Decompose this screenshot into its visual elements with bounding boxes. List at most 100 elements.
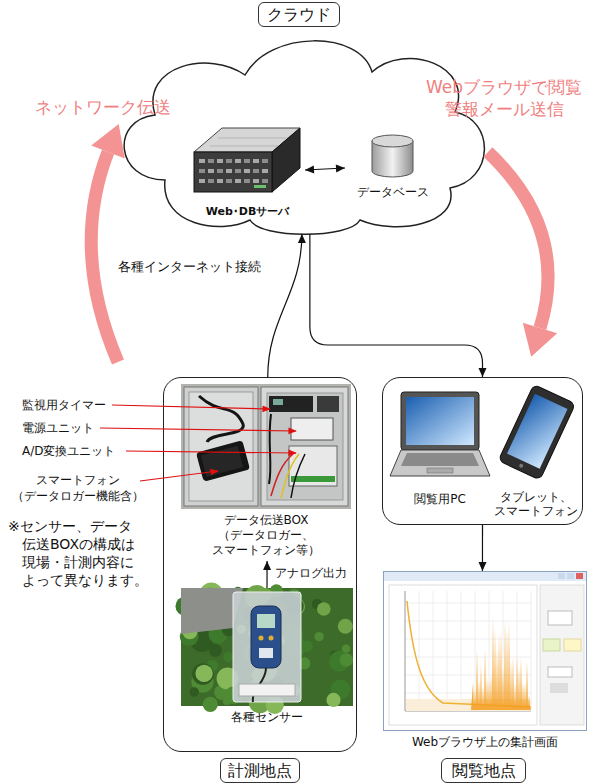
art-line [405,657,531,658]
art-rect [251,606,281,668]
connector [268,234,306,377]
flow-arrow-body [488,152,548,328]
connector [478,525,486,571]
art-rect [550,683,568,693]
art-g [196,440,250,481]
art-rect [253,179,259,183]
art-rect [257,614,275,628]
part-name: 電源ユニット [22,420,94,436]
art-rect [201,446,243,477]
art-line [218,138,292,139]
connector-line [268,234,302,377]
art-circle [259,636,264,641]
arrow-head [298,234,306,243]
art-polygon [471,617,531,710]
art-rect [273,399,283,405]
node-caption: データベース [345,185,440,200]
leader-line [140,471,218,481]
art-circle [317,602,331,616]
art-rect [262,159,268,163]
browser-screenshot [383,571,587,731]
art-rect [558,573,565,579]
art-rect [576,573,583,579]
art-line [405,591,406,711]
laptop-icon [389,386,491,481]
art-rect [498,384,575,480]
art-rect [262,169,268,173]
arrow-head [336,164,345,172]
art-rect [226,179,232,183]
art-path [269,414,271,484]
measurement-site-box: 計測地点データ伝送BOX （データロガー、 スマートフォン等）各種センサー [163,377,357,752]
art-polygon [390,450,490,476]
connector-line [305,168,345,170]
flow-arrow-head [91,124,125,158]
node-caption: 各種センサー [181,710,353,725]
art-rect [217,159,223,163]
connector-line [482,525,483,571]
arrow-head [305,166,314,174]
leader-line [112,405,270,409]
art-rect [244,169,250,173]
art-rect [261,387,348,506]
server-illustration [190,118,305,203]
art-rect [317,396,339,412]
pc-node: 閲覧用PC [389,386,491,510]
sensor-photo [181,588,353,706]
connector [310,234,487,377]
tablet-icon [491,386,581,481]
art-path [124,41,484,234]
art-circle [269,636,274,641]
art-ellipse [372,135,413,147]
art-line [210,146,285,147]
art-rect [389,585,537,725]
art-path [291,454,305,498]
node-caption: タブレット、 スマートフォン [491,490,581,518]
art-rect [199,179,205,183]
art-rect [181,384,351,509]
art-rect [217,169,223,173]
node-caption: Web･DBサーバ [190,204,305,219]
art-circle [338,619,353,634]
art-circle [340,653,353,666]
data-box-photo [181,384,351,509]
art-rect [184,387,258,506]
art-circle [326,693,340,707]
art-g [498,384,575,480]
leader-line [100,428,296,431]
leader-line [126,451,296,453]
tablet-node: タブレット、 スマートフォン [491,386,581,522]
region-heading: 計測地点 [220,758,300,783]
art-rect [507,394,568,469]
art-rect [194,152,272,192]
region-heading: クラウド [258,2,340,27]
art-path [199,396,243,442]
art-rect [384,572,587,731]
cloud-region: クラウドWeb･DBサーバデータベース [110,30,490,235]
art-rect [427,468,453,473]
art-circle [519,463,524,468]
region-heading: 閲覧地点 [441,758,526,783]
art-path [271,454,293,496]
art-rect [543,639,560,651]
art-line [405,639,531,640]
art-circle [301,640,313,652]
art-rect [208,169,214,173]
arrow-head [478,562,486,571]
art-rect [540,585,584,725]
art-rect [291,418,333,440]
art-rect [235,169,241,173]
connector-line [266,561,267,588]
flow-arrow-head [523,323,557,357]
art-circle [195,665,212,682]
art-rect [181,588,353,706]
art-circle [209,644,222,657]
art-circle [190,687,199,696]
flow-label: ネットワーク伝送 [35,96,171,118]
art-line [405,675,531,676]
art-rect [564,639,581,651]
art-rect [253,169,259,173]
node-caption: データ伝送BOX （データロガー、 スマートフォン等） [201,513,331,558]
edge-label: アナログ出力 [275,566,347,581]
